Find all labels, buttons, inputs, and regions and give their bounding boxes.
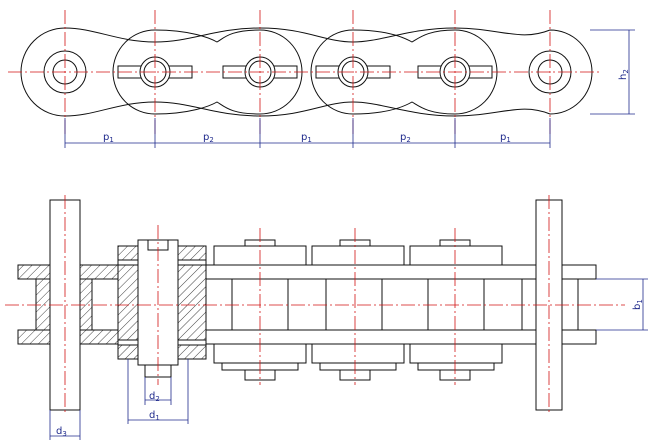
d2-label: d2 xyxy=(149,391,160,403)
top-centerlines xyxy=(8,10,600,135)
pitch-label-3: p1 xyxy=(301,132,312,144)
link-plate-outline xyxy=(20,27,593,117)
inner-plate-2 xyxy=(310,29,498,115)
d3-dimension xyxy=(49,410,81,440)
section-view: b1 d2 d1 d3 xyxy=(5,195,648,440)
pitch-label-1: p1 xyxy=(103,132,114,144)
pitch-dimension xyxy=(64,118,551,148)
pitch-label-5: p1 xyxy=(500,132,511,144)
b1-label: b1 xyxy=(632,299,644,310)
top-view: p1 p2 p1 p2 p1 h2 xyxy=(8,10,635,148)
d1-label: d1 xyxy=(149,410,160,422)
sectioned-link xyxy=(117,239,207,378)
d3-label: d3 xyxy=(56,426,67,438)
inner-plate-1 xyxy=(112,29,303,115)
height-dimension xyxy=(590,29,635,115)
height-label: h2 xyxy=(618,69,630,80)
pitch-label-4: p2 xyxy=(400,132,411,144)
pitch-label-2: p2 xyxy=(203,132,214,144)
d2-dimension xyxy=(144,377,172,405)
left-hatched-plates xyxy=(17,264,119,345)
section-centerlines xyxy=(5,195,625,415)
b1-dimension xyxy=(596,278,648,331)
d1-dimension xyxy=(127,359,189,424)
